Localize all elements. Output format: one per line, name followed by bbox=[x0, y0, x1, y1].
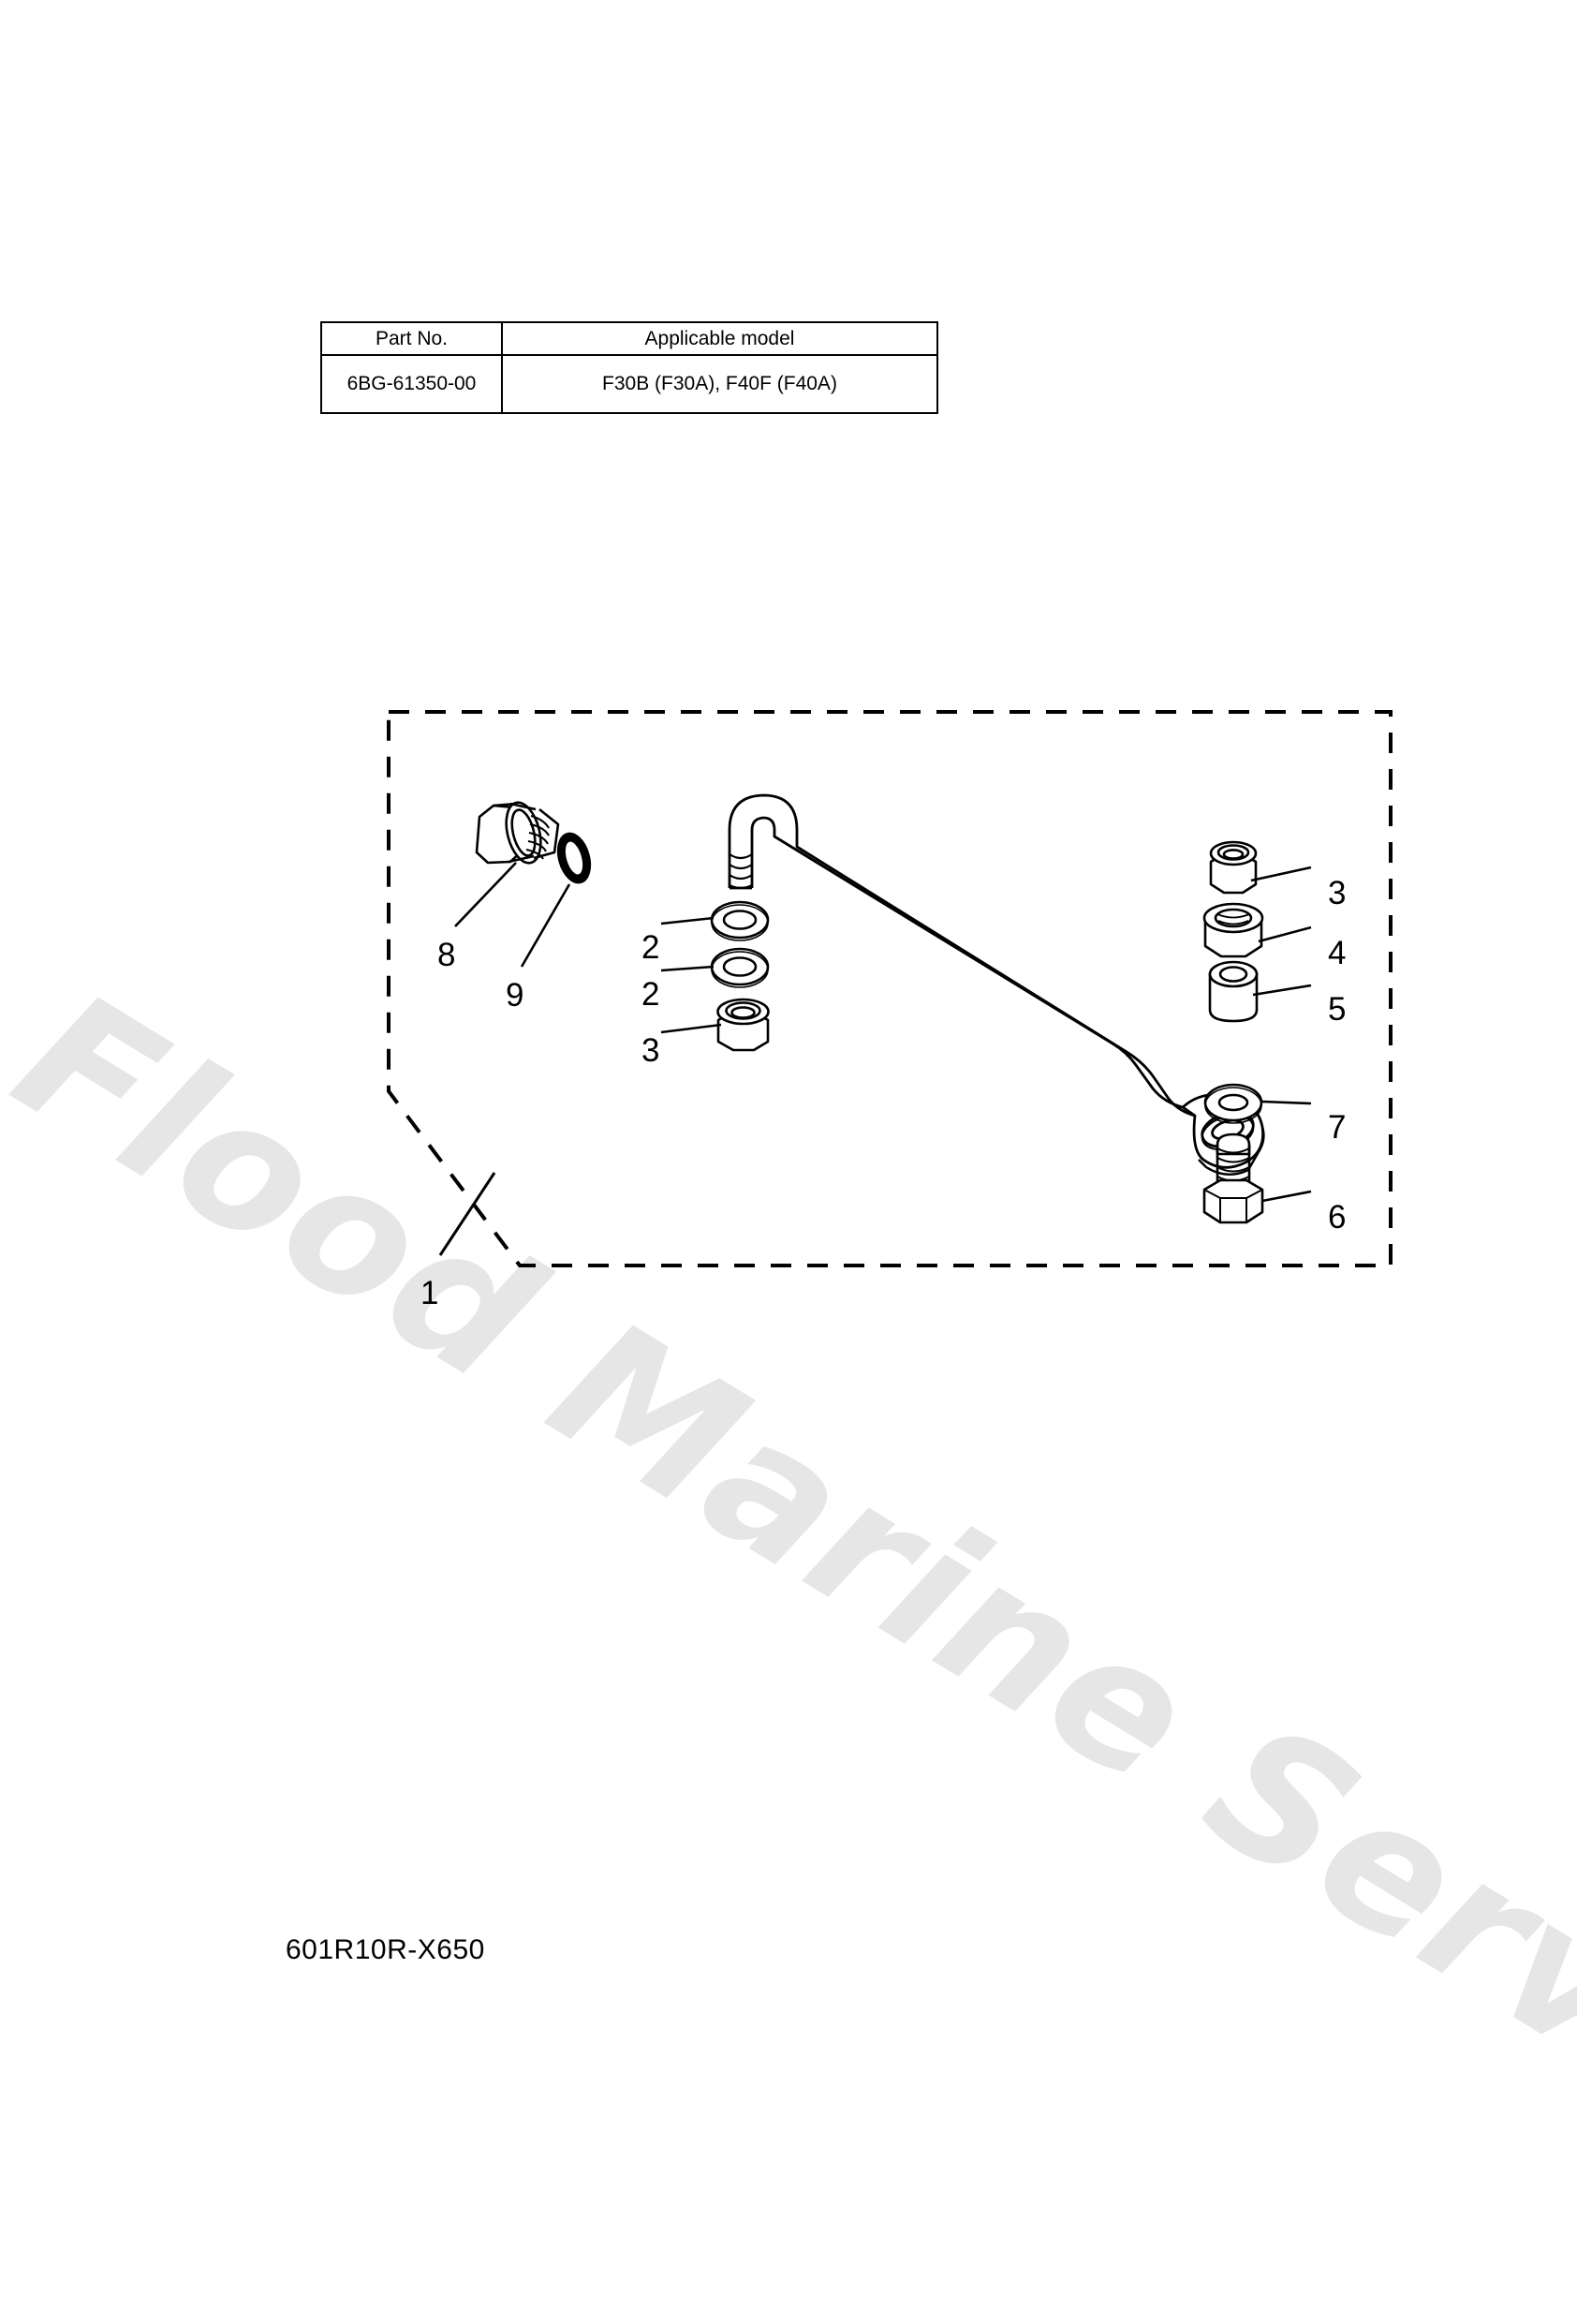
leader-line-8 bbox=[454, 862, 517, 927]
part-6-hex-bolt bbox=[1202, 1132, 1264, 1224]
callout-label-5: 5 bbox=[1328, 991, 1347, 1028]
callout-label-3-left: 3 bbox=[641, 1032, 660, 1069]
leader-line-3-left bbox=[660, 1023, 722, 1034]
callout-label-2-upper: 2 bbox=[641, 929, 660, 966]
part-4-hex-nut bbox=[1202, 902, 1264, 958]
callout-label-2-lower: 2 bbox=[641, 976, 660, 1013]
leader-line-2-upper bbox=[660, 916, 715, 925]
callout-label-6: 6 bbox=[1328, 1199, 1347, 1236]
leader-line-4 bbox=[1258, 925, 1312, 943]
part-7-plain-washer bbox=[1203, 1083, 1263, 1124]
part-2-flat-washer-upper bbox=[710, 900, 770, 941]
parts-table-header-row: Part No. Applicable model bbox=[320, 321, 939, 356]
part-5-spacer-collar bbox=[1208, 960, 1259, 1023]
leader-line-6 bbox=[1261, 1190, 1312, 1203]
column-header-part-no: Part No. bbox=[320, 321, 503, 356]
part-1-steering-guide-rod bbox=[728, 793, 1265, 1176]
part-8-threaded-hex-bushing bbox=[475, 801, 560, 865]
kit-boundary-dashed-outline bbox=[387, 710, 1393, 1267]
cell-applicable-model: F30B (F30A), F40F (F40A) bbox=[500, 354, 939, 414]
table-row: 6BG-61350-00 F30B (F30A), F40F (F40A) bbox=[320, 354, 939, 414]
callout-label-4: 4 bbox=[1328, 935, 1347, 971]
part-3-lock-nut-left bbox=[716, 998, 770, 1052]
leader-line-5 bbox=[1252, 984, 1312, 997]
callout-label-8: 8 bbox=[437, 937, 456, 973]
part-2-flat-washer-lower bbox=[710, 947, 770, 988]
callout-label-1: 1 bbox=[420, 1275, 439, 1311]
callout-label-7: 7 bbox=[1328, 1109, 1347, 1146]
leader-line-3-right bbox=[1250, 866, 1312, 882]
column-header-applicable-model: Applicable model bbox=[500, 321, 939, 356]
callout-label-3-right: 3 bbox=[1328, 875, 1347, 911]
leader-line-7 bbox=[1261, 1100, 1312, 1105]
cell-part-no: 6BG-61350-00 bbox=[320, 354, 503, 414]
part-9-o-ring-seal bbox=[556, 832, 592, 884]
sheet-code: 601R10R-X650 bbox=[286, 1934, 485, 1965]
leader-line-9 bbox=[520, 883, 571, 968]
leader-line-1 bbox=[438, 1172, 496, 1256]
callout-label-9: 9 bbox=[506, 977, 524, 1014]
part-3-lock-nut-right bbox=[1209, 840, 1258, 895]
parts-table: Part No. Applicable model 6BG-61350-00 F… bbox=[320, 321, 939, 414]
leader-line-2-lower bbox=[660, 965, 715, 972]
